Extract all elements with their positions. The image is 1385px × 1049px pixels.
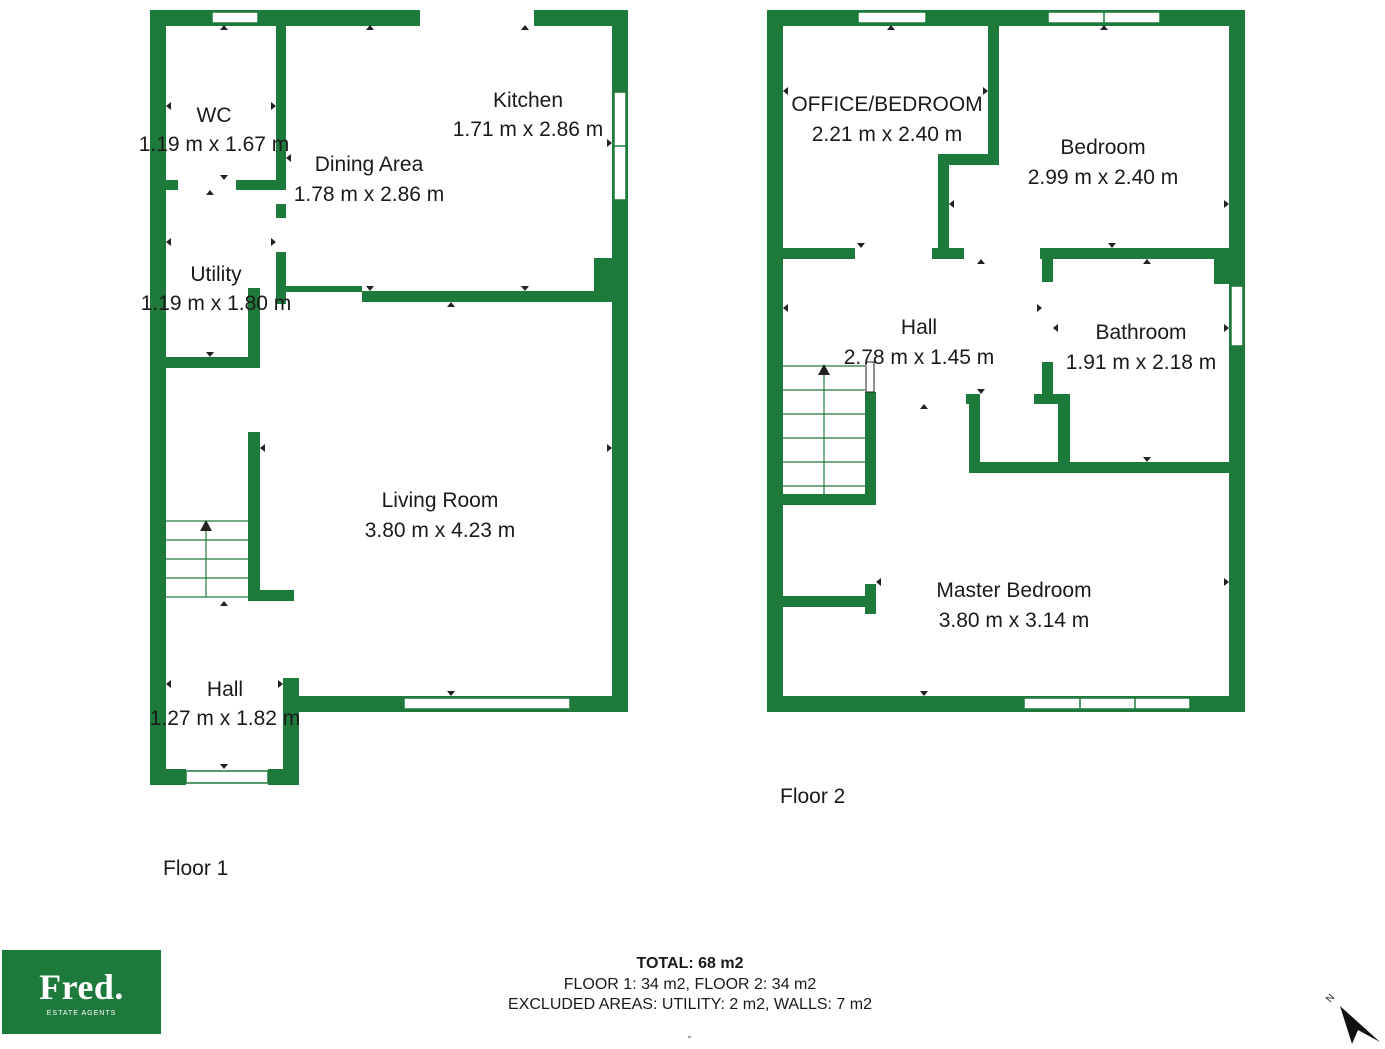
room-dims-bathroom: 1.91 m x 2.18 m — [1066, 351, 1217, 374]
room-dims-hall-f2: 2.78 m x 1.45 m — [844, 346, 995, 369]
floor1-windows — [185, 11, 627, 784]
room-name-bedroom: Bedroom — [1060, 136, 1145, 159]
agency-logo: Fred. ESTATE AGENTS — [2, 950, 161, 1034]
room-dims-kitchen: 1.71 m x 2.86 m — [453, 118, 604, 141]
floor2-ticks — [783, 25, 1229, 696]
room-name-hall-f1: Hall — [207, 678, 243, 701]
room-name-living: Living Room — [382, 489, 499, 512]
floor-areas: FLOOR 1: 34 m2, FLOOR 2: 34 m2 — [563, 975, 817, 993]
room-name-dining: Dining Area — [315, 153, 424, 176]
north-label: N — [1324, 992, 1337, 1005]
room-dims-master: 3.80 m x 3.14 m — [939, 609, 1090, 632]
room-dims-living: 3.80 m x 4.23 m — [365, 519, 516, 542]
floor1-label: Floor 1 — [163, 857, 229, 880]
floor2-walls — [767, 10, 1245, 712]
excluded-areas: EXCLUDED AREAS: UTILITY: 2 m2, WALLS: 7 … — [508, 996, 872, 1013]
room-name-kitchen: Kitchen — [493, 89, 563, 112]
floor1-stairs — [166, 520, 248, 598]
room-dims-utility: 1.19 m x 1.80 m — [141, 292, 292, 315]
logo-tagline: ESTATE AGENTS — [46, 1010, 117, 1017]
room-name-hall-f2: Hall — [901, 316, 937, 339]
room-name-master: Master Bedroom — [936, 579, 1091, 602]
north-arrow-icon: N — [1324, 992, 1380, 1044]
floor2-stairs — [783, 361, 875, 494]
room-dims-bedroom: 2.99 m x 2.40 m — [1028, 166, 1179, 189]
floor1-ticks — [166, 25, 612, 769]
floor2-windows — [857, 11, 1244, 710]
room-name-bathroom: Bathroom — [1095, 321, 1186, 344]
room-dims-hall-f1: 1.27 m x 1.82 m — [150, 707, 301, 730]
room-name-utility: Utility — [190, 263, 242, 286]
room-name-office: OFFICE/BEDROOM — [791, 93, 982, 116]
room-dims-wc: 1.19 m x 1.67 m — [139, 133, 290, 156]
area-totals: TOTAL: 68 m2 FLOOR 1: 34 m2, FLOOR 2: 34… — [440, 954, 940, 1016]
room-name-wc: WC — [197, 104, 232, 127]
logo-brand: Fred. — [39, 967, 124, 1007]
room-dims-office: 2.21 m x 2.40 m — [812, 123, 963, 146]
floor2-label: Floor 2 — [780, 785, 846, 808]
total-area: TOTAL: 68 m2 — [636, 955, 744, 972]
room-dims-dining: 1.78 m x 2.86 m — [294, 183, 445, 206]
